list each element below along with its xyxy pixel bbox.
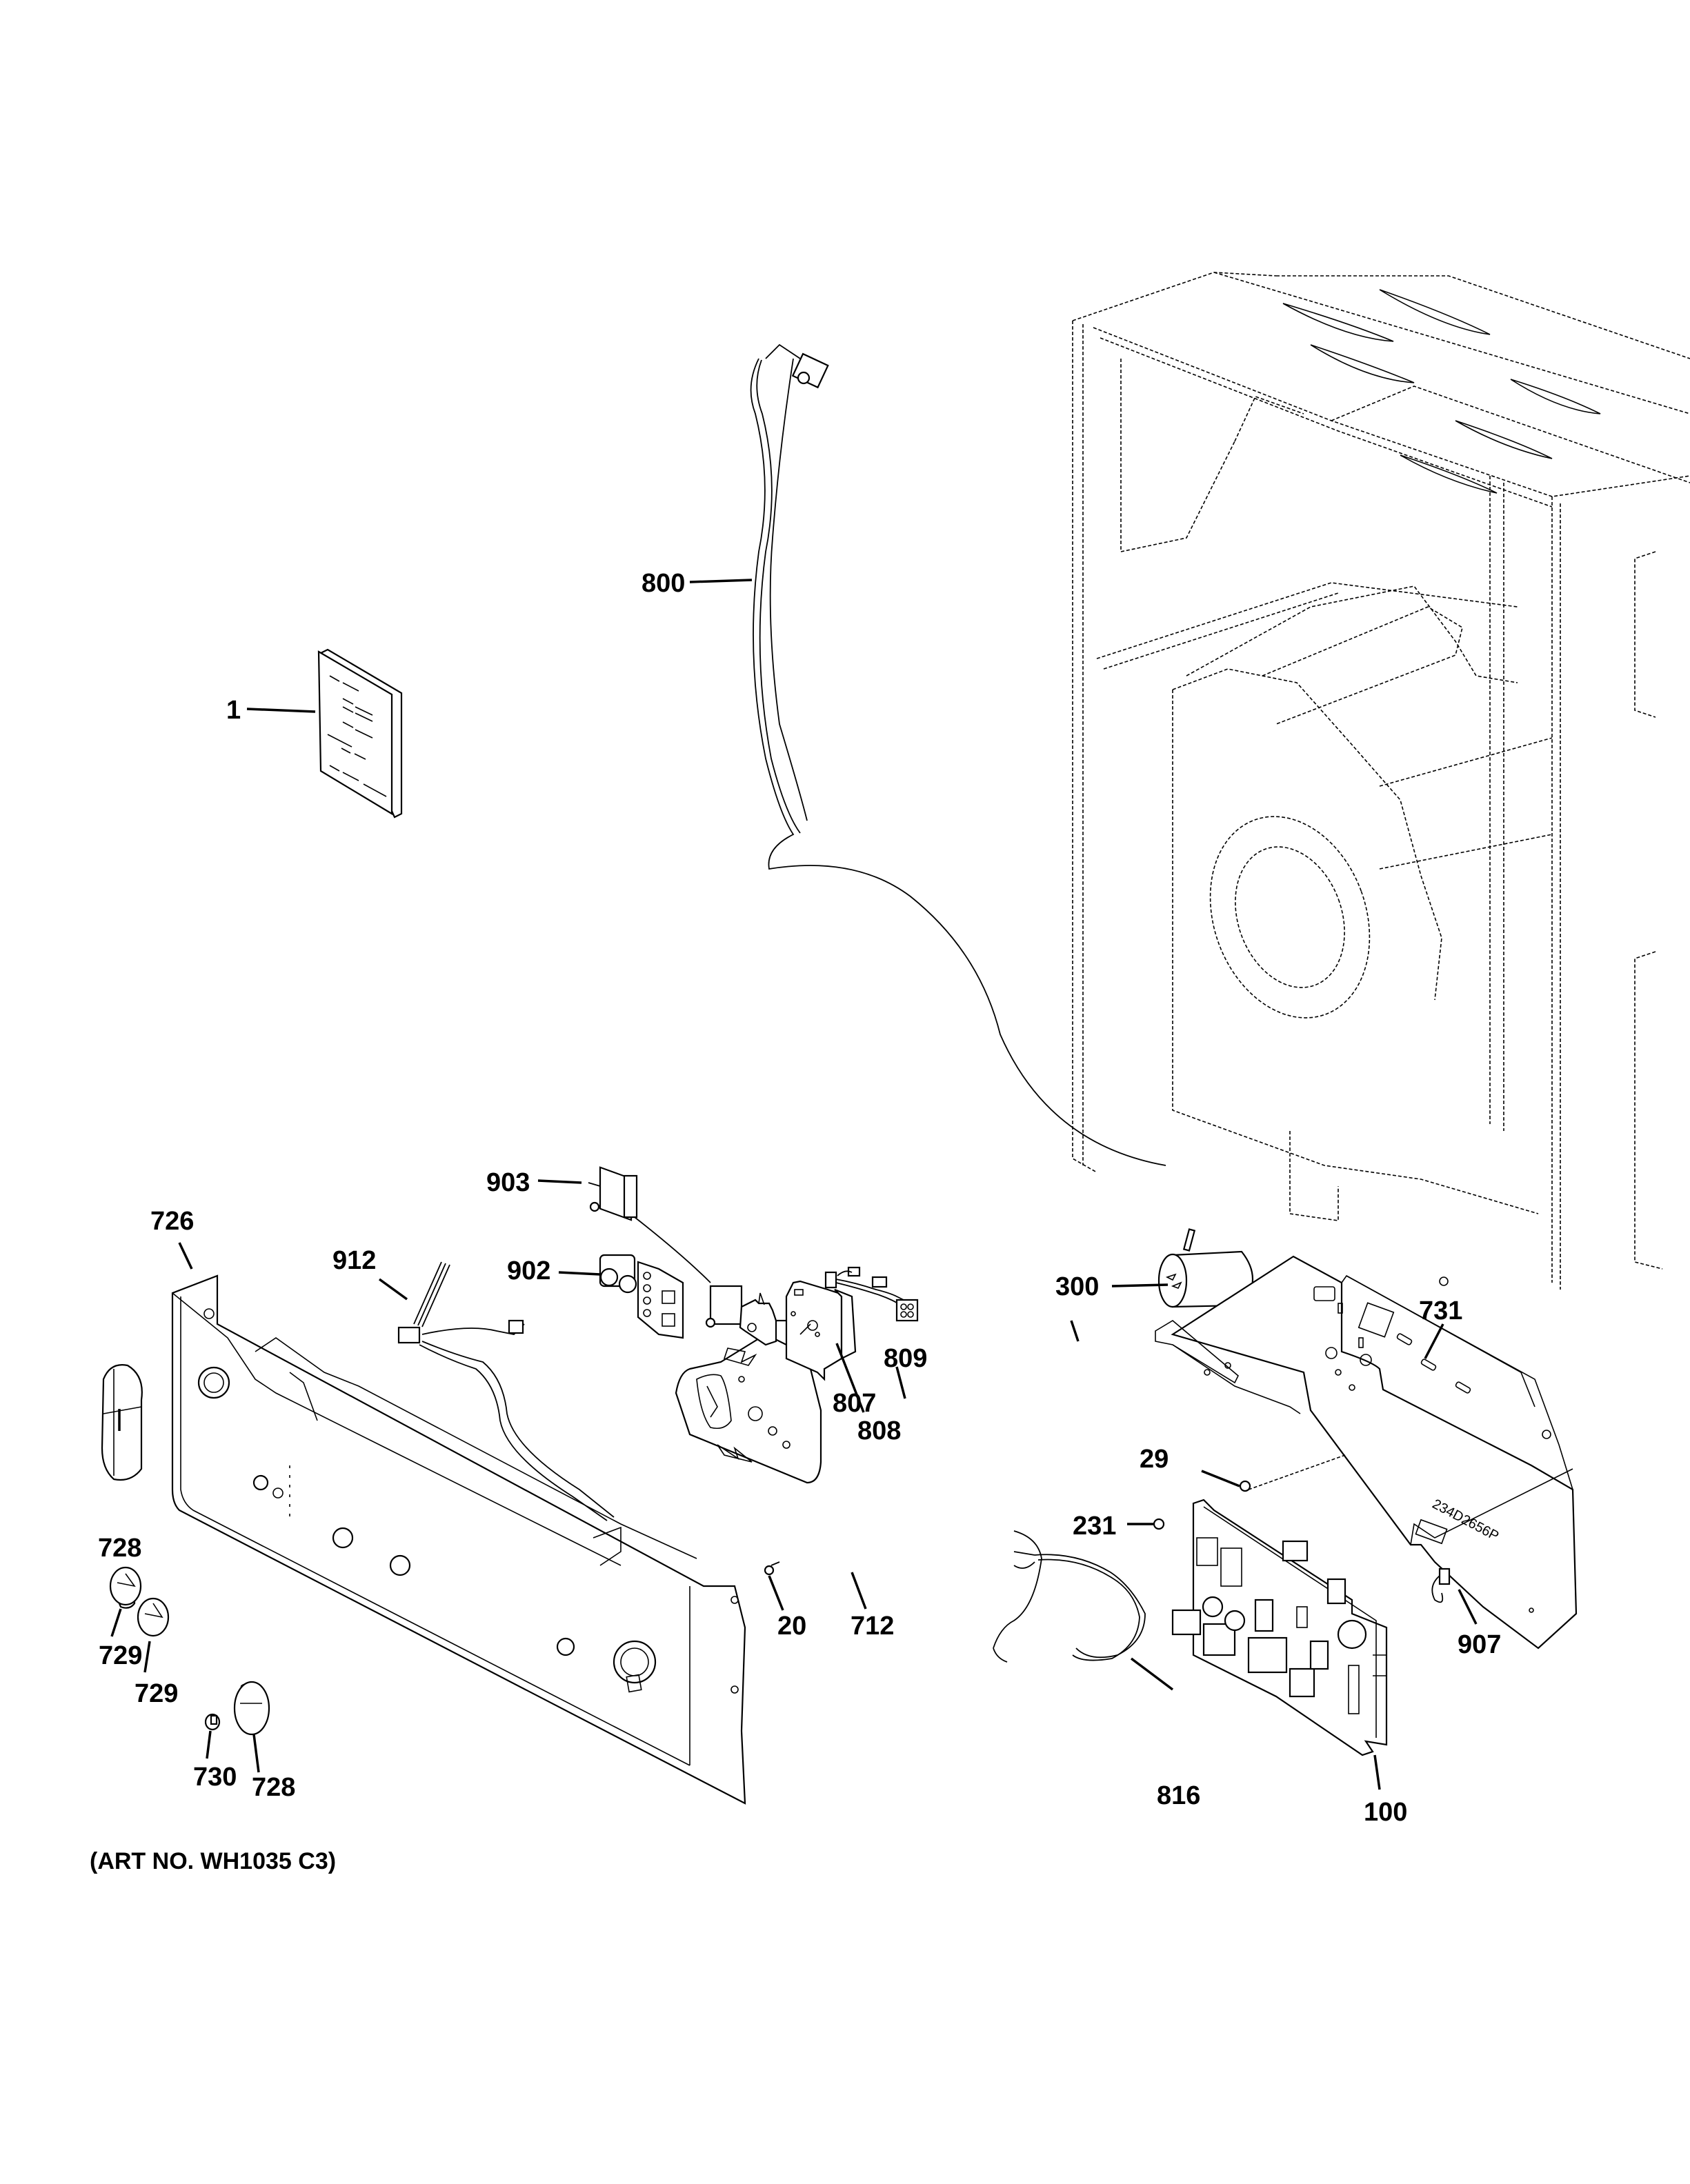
callout-100[interactable]: 100: [1364, 1798, 1407, 1827]
timer-bracket-part[interactable]: [675, 1333, 822, 1484]
callout-816[interactable]: 816: [1157, 1781, 1200, 1810]
push-button-part[interactable]: [204, 1713, 221, 1731]
screw-20-part[interactable]: [764, 1561, 780, 1576]
callout-907[interactable]: 907: [1458, 1630, 1501, 1659]
callout-1[interactable]: 1: [226, 696, 241, 725]
screw-231-part[interactable]: [1153, 1518, 1165, 1530]
board-wire-harness-part[interactable]: [993, 1530, 1146, 1663]
callout-728-left[interactable]: 728: [98, 1534, 141, 1563]
callout-729-second[interactable]: 729: [135, 1679, 178, 1708]
control-board-bracket-part[interactable]: 234D2656P: [1155, 1255, 1578, 1650]
callout-800[interactable]: 800: [642, 569, 685, 598]
callout-labels: 1 800 903 902 726 912 728 729 729 730 72…: [90, 569, 1501, 1874]
callout-912[interactable]: 912: [332, 1246, 376, 1275]
callout-231[interactable]: 231: [1073, 1512, 1116, 1541]
callout-903[interactable]: 903: [486, 1168, 530, 1197]
callout-807[interactable]: 807: [833, 1389, 876, 1418]
leader-lines: [110, 579, 1478, 1790]
owners-manual-part[interactable]: [317, 648, 403, 819]
callout-726[interactable]: 726: [150, 1207, 194, 1236]
callout-730[interactable]: 730: [193, 1763, 237, 1792]
art-number: (ART NO. WH1035 C3): [90, 1848, 336, 1874]
knob-large-right-part[interactable]: [233, 1681, 270, 1736]
callout-300[interactable]: 300: [1055, 1272, 1099, 1301]
callout-20[interactable]: 20: [777, 1612, 806, 1641]
callout-29[interactable]: 29: [1140, 1445, 1169, 1474]
screw-29-part[interactable]: [1239, 1480, 1251, 1492]
control-panel-part[interactable]: [171, 1274, 746, 1805]
callout-728-right[interactable]: 728: [252, 1773, 295, 1802]
timer-part[interactable]: [785, 1280, 857, 1381]
knob-small-1-part[interactable]: [109, 1566, 142, 1609]
rotary-switch-part[interactable]: [588, 1166, 638, 1221]
main-control-board-part[interactable]: [1171, 1499, 1388, 1756]
callout-712[interactable]: 712: [851, 1612, 894, 1641]
start-switch-part[interactable]: [739, 1292, 777, 1346]
thermistor-connector-part[interactable]: [1431, 1567, 1451, 1603]
wire-harness-door-switch-part[interactable]: [750, 343, 1166, 1166]
callout-808[interactable]: 808: [857, 1416, 901, 1445]
jumper-harness-part[interactable]: [824, 1266, 919, 1322]
callout-731[interactable]: 731: [1419, 1296, 1462, 1325]
knob-large-left-part[interactable]: [101, 1364, 143, 1481]
panel-wire-harness-part[interactable]: [397, 1261, 615, 1521]
switch-assembly-part[interactable]: [599, 1254, 684, 1339]
callout-729-first[interactable]: 729: [99, 1641, 142, 1670]
knob-small-2-part[interactable]: [137, 1597, 170, 1637]
callout-902[interactable]: 902: [507, 1256, 550, 1285]
callout-809[interactable]: 809: [884, 1344, 927, 1373]
dryer-cabinet-frame: [1072, 272, 1690, 1290]
